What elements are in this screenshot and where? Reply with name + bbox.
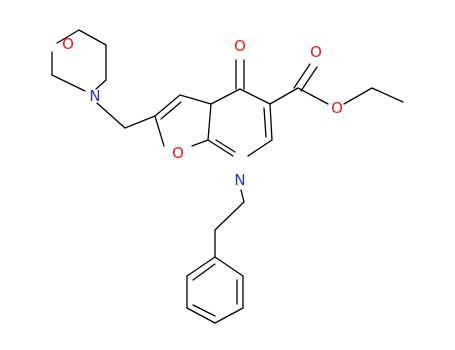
bond	[263, 107, 267, 138]
bond	[210, 88, 241, 105]
atom-label-furan-oxygen: O	[172, 144, 184, 162]
atom-label-morpholine-nitrogen: N	[89, 87, 100, 105]
bond	[186, 256, 216, 277]
atom-label-keto-oxygen: O	[234, 37, 246, 55]
bond	[51, 74, 86, 92]
morpholine-ring	[51, 29, 107, 92]
bond	[247, 139, 273, 157]
bond	[269, 103, 273, 141]
bond	[154, 115, 165, 147]
atom-label-ester-oxygen: O	[331, 99, 343, 117]
bond	[269, 87, 299, 105]
bond	[56, 29, 80, 44]
bond	[300, 66, 318, 92]
bond	[124, 115, 156, 129]
bond	[214, 307, 244, 324]
bond	[192, 263, 216, 281]
bond	[179, 94, 212, 105]
ester-group	[269, 63, 404, 105]
bond	[78, 29, 107, 46]
benzene-ring	[186, 256, 244, 324]
bond	[191, 139, 209, 147]
bond	[154, 94, 181, 117]
bond	[293, 63, 311, 89]
bond	[207, 103, 212, 141]
atom-label-ring-nitrogen: N	[234, 171, 245, 189]
bond	[214, 201, 245, 231]
bond	[240, 189, 245, 203]
bond	[343, 87, 373, 105]
atom-label-carbonyl-oxygen: O	[310, 43, 322, 61]
bond	[215, 139, 236, 153]
bond	[207, 139, 234, 157]
bond	[214, 256, 244, 277]
atom-label-morpholine-oxygen: O	[62, 35, 74, 53]
bond	[96, 102, 126, 129]
bond	[186, 307, 216, 324]
bond	[160, 101, 182, 120]
bond	[192, 304, 216, 317]
furan-ring	[154, 94, 212, 147]
bond	[371, 87, 404, 103]
bond	[297, 87, 329, 105]
bond	[239, 88, 271, 105]
pyridone-ring	[207, 88, 273, 157]
bond	[95, 79, 107, 90]
